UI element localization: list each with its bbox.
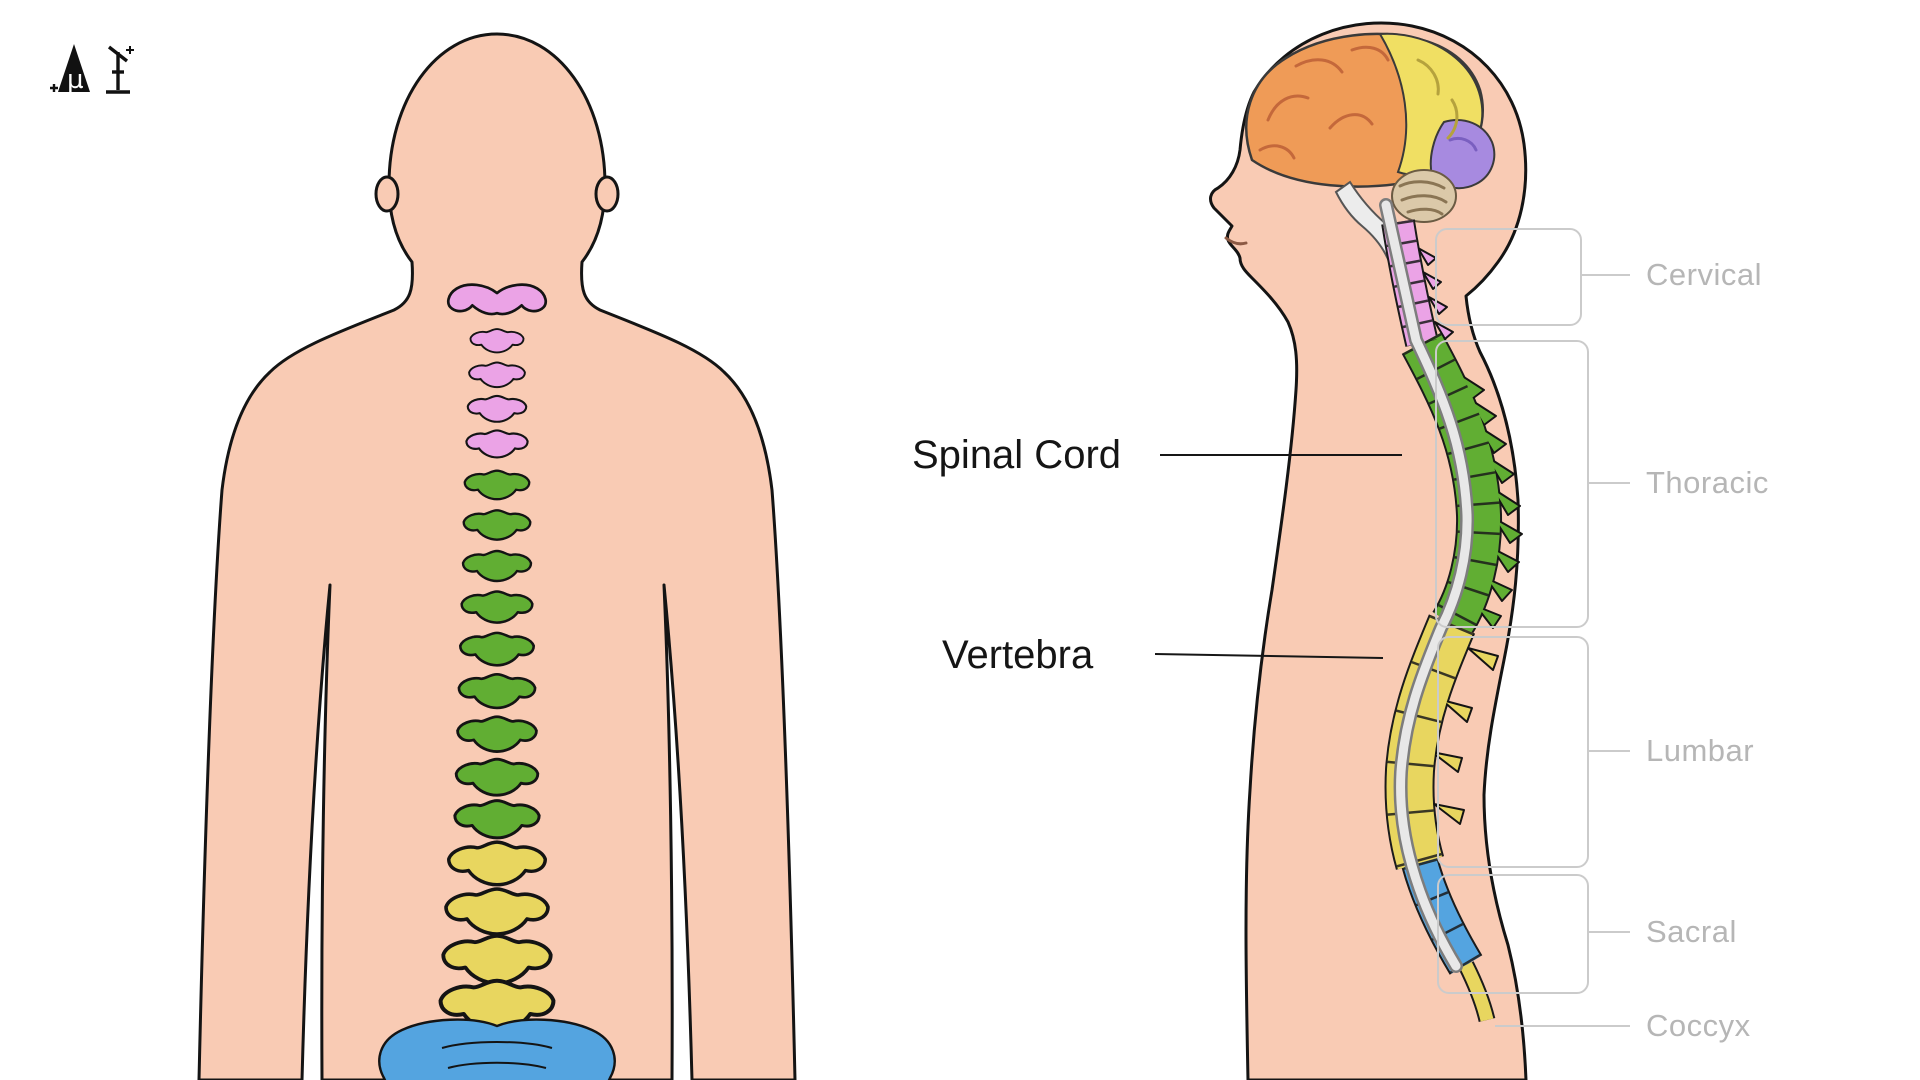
logo-flask-icon (58, 44, 90, 92)
left-ear (374, 175, 400, 213)
side-spine-cervical-processes (1417, 247, 1454, 340)
cervical-tick (1582, 274, 1630, 276)
lumbar-tick (1589, 750, 1630, 752)
side-spine-sacrum (1403, 858, 1481, 974)
region-label-sacral: Sacral (1646, 914, 1737, 949)
lumbar-bracket (1437, 636, 1589, 868)
brain-occipital-lobe (1429, 119, 1496, 190)
occipital-gyri (1448, 136, 1478, 152)
side-spine-thoracic (1403, 333, 1501, 636)
region-label-cervical: Cervical (1646, 257, 1762, 292)
logo-plus-mark (50, 84, 58, 92)
sacral-tick (1589, 931, 1630, 933)
spinal-cord-leader-line (1160, 454, 1402, 456)
coccyx-tick (1495, 1025, 1630, 1027)
cerebellum-folds (1398, 180, 1448, 216)
side-view-figure (1209, 21, 1528, 1080)
region-label-coccyx: Coccyx (1646, 1008, 1751, 1043)
mouth-line (1224, 236, 1248, 246)
side-spine-thoracic-processes (1455, 371, 1523, 629)
thoracic-bracket (1435, 340, 1589, 628)
region-label-lumbar: Lumbar (1646, 733, 1755, 768)
logo-microscope-icon (106, 45, 130, 94)
vertebra-label: Vertebra (942, 633, 1094, 677)
parietal-gyri (1416, 58, 1459, 140)
region-label-thoracic: Thoracic (1646, 465, 1769, 500)
brand-logo: µ (50, 44, 134, 95)
back-view-figure (197, 32, 797, 1080)
back-spine-sacrum (378, 1018, 616, 1080)
side-spine-segmentation (1383, 219, 1501, 974)
thoracic-tick (1589, 482, 1630, 484)
cervical-bracket (1435, 228, 1582, 326)
side-spine-lumbar-processes (1431, 647, 1499, 825)
logo-plus-mark-2 (126, 46, 134, 54)
sacral-bracket (1437, 874, 1589, 994)
logo-mu-glyph: µ (67, 65, 84, 95)
cerebrum-gyri (1258, 45, 1390, 160)
spinal-cord-label: Spinal Cord (912, 433, 1122, 477)
brain (1245, 32, 1496, 266)
back-spine-thoracic (453, 469, 541, 840)
right-ear (594, 175, 620, 213)
